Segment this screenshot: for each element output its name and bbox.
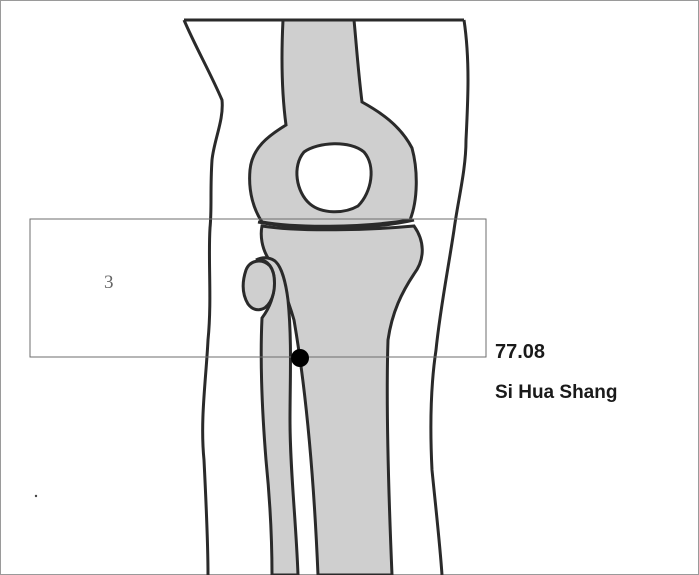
acupoint-marker	[291, 349, 309, 367]
fibula-head	[243, 261, 274, 310]
patella-bone	[297, 144, 371, 212]
zone-number-label: 3	[104, 272, 114, 294]
acupoint-name: Si Hua Shang	[495, 382, 617, 404]
leg-outline-left	[184, 20, 222, 575]
stray-dot	[35, 495, 37, 497]
leg-outline-right	[431, 20, 468, 575]
acupoint-value: 77.08	[495, 341, 545, 364]
